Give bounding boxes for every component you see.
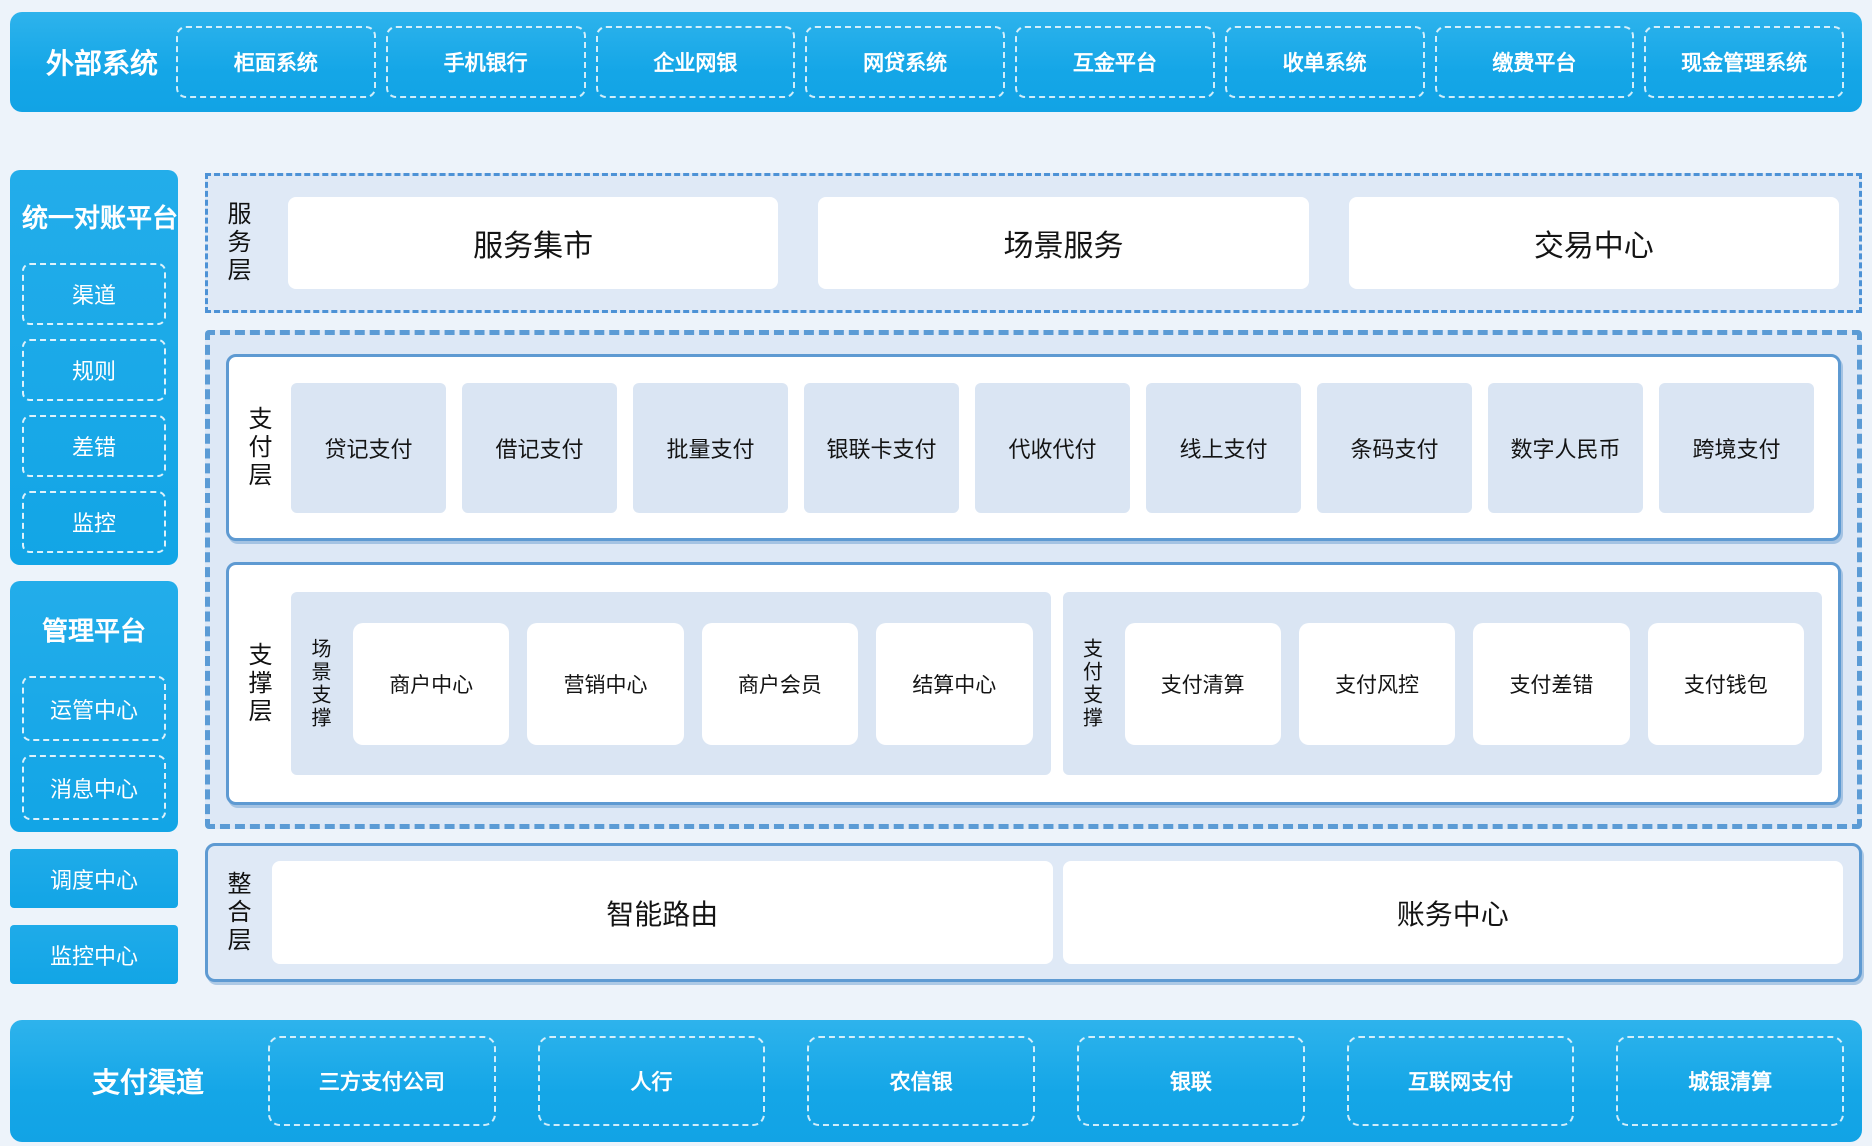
payment-item: 跨境支付 xyxy=(1659,382,1814,513)
sidebar-item: 规则 xyxy=(22,339,166,401)
support-item: 支付钱包 xyxy=(1647,622,1804,745)
payment-channels-title: 支付渠道 xyxy=(91,1067,204,1098)
payment-layer: 支付层 贷记支付 借记支付 批量支付 银联卡支付 代收代付 线上支付 条码支付 … xyxy=(226,354,1841,541)
payment-channel-item: 城银清算 xyxy=(1616,1036,1845,1126)
support-item: 商户中心 xyxy=(353,622,510,745)
payment-item: 数字人民币 xyxy=(1488,382,1643,513)
external-system-item: 现金管理系统 xyxy=(1644,26,1844,98)
payment-item: 条码支付 xyxy=(1317,382,1472,513)
sidebar-item: 消息中心 xyxy=(22,755,166,820)
payment-item: 代收代付 xyxy=(975,382,1130,513)
payment-item: 银联卡支付 xyxy=(804,382,959,513)
external-system-item: 缴费平台 xyxy=(1434,26,1635,98)
payment-item: 线上支付 xyxy=(1146,382,1301,513)
sidebar-item: 渠道 xyxy=(22,263,166,325)
payment-channel-item: 三方支付公司 xyxy=(268,1036,496,1126)
external-systems-items: 柜面系统 手机银行 企业网银 网贷系统 互金平台 收单系统 缴费平台 现金管理系… xyxy=(176,26,1844,98)
support-item: 营销中心 xyxy=(527,622,684,745)
external-system-item: 手机银行 xyxy=(385,26,586,98)
left-sidebar: 统一对账平台 渠道 规则 差错 监控 管理平台 运管中心 消息中心 调度中心 监… xyxy=(10,170,178,984)
reconciliation-platform-title: 统一对账平台 xyxy=(22,203,179,233)
monitor-center-block: 监控中心 xyxy=(10,925,178,984)
scene-support-group: 场景支撑 商户中心 营销中心 商户会员 结算中心 xyxy=(291,592,1051,775)
service-item: 交易中心 xyxy=(1348,197,1839,289)
external-system-item: 网贷系统 xyxy=(805,26,1005,98)
payment-item: 批量支付 xyxy=(633,382,788,513)
middle-section: 统一对账平台 渠道 规则 差错 监控 管理平台 运管中心 消息中心 调度中心 监… xyxy=(10,145,1862,984)
external-system-item: 企业网银 xyxy=(595,26,796,98)
integration-layer-label: 整合层 xyxy=(223,870,250,955)
payment-item: 贷记支付 xyxy=(291,382,446,513)
integration-item: 智能路由 xyxy=(272,861,1053,964)
support-item: 支付清算 xyxy=(1124,622,1281,745)
support-layer-label: 支撑层 xyxy=(244,641,271,726)
external-systems-title: 外部系统 xyxy=(45,48,158,79)
support-item: 结算中心 xyxy=(876,622,1033,745)
external-system-item: 收单系统 xyxy=(1224,26,1425,98)
service-layer: 服务层 服务集市 场景服务 交易中心 xyxy=(205,173,1862,313)
payment-channels-banner: 支付渠道 三方支付公司 人行 农信银 银联 互联网支付 城银清算 xyxy=(10,1020,1862,1142)
payment-support-label: 支付支撑 xyxy=(1079,637,1102,730)
external-system-item: 互金平台 xyxy=(1015,26,1215,98)
integration-layer: 整合层 智能路由 账务中心 xyxy=(205,843,1862,982)
management-platform-title: 管理平台 xyxy=(41,616,146,646)
payment-channel-item: 银联 xyxy=(1077,1036,1305,1126)
support-groups: 场景支撑 商户中心 营销中心 商户会员 结算中心 支付支撑 支付清算 支付风控 … xyxy=(291,592,1822,775)
sidebar-item: 监控 xyxy=(22,491,166,553)
service-item: 服务集市 xyxy=(288,197,779,289)
dispatch-center-block: 调度中心 xyxy=(10,849,178,908)
management-platform-block: 管理平台 运管中心 消息中心 xyxy=(10,581,178,832)
sidebar-item: 差错 xyxy=(22,415,166,477)
main-diagram-column: 服务层 服务集市 场景服务 交易中心 支付层 贷记支付 借记支付 批量支付 银联… xyxy=(205,173,1862,982)
external-systems-banner: 外部系统 柜面系统 手机银行 企业网银 网贷系统 互金平台 收单系统 缴费平台 … xyxy=(10,12,1862,112)
service-layer-label: 服务层 xyxy=(223,201,250,285)
payment-item: 借记支付 xyxy=(462,382,617,513)
support-item: 支付差错 xyxy=(1473,622,1630,745)
payment-channel-item: 人行 xyxy=(537,1036,766,1126)
scene-support-label: 场景支撑 xyxy=(308,637,330,730)
integration-item: 账务中心 xyxy=(1062,861,1843,964)
service-item: 场景服务 xyxy=(818,197,1309,289)
core-layers-container: 支付层 贷记支付 借记支付 批量支付 银联卡支付 代收代付 线上支付 条码支付 … xyxy=(205,330,1862,829)
payment-channel-item: 互联网支付 xyxy=(1346,1036,1575,1126)
payment-support-group: 支付支撑 支付清算 支付风控 支付差错 支付钱包 xyxy=(1062,592,1822,775)
payment-channel-item: 农信银 xyxy=(807,1036,1036,1126)
support-layer: 支撑层 场景支撑 商户中心 营销中心 商户会员 结算中心 支付支撑 支付清算 支… xyxy=(226,562,1841,805)
reconciliation-platform-block: 统一对账平台 渠道 规则 差错 监控 xyxy=(10,170,178,565)
support-item: 商户会员 xyxy=(701,622,859,745)
payment-channels-items: 三方支付公司 人行 农信银 银联 互联网支付 城银清算 xyxy=(268,1036,1845,1126)
support-item: 支付风控 xyxy=(1298,622,1456,745)
external-system-item: 柜面系统 xyxy=(176,26,376,98)
sidebar-item: 运管中心 xyxy=(22,676,166,741)
payment-layer-label: 支付层 xyxy=(244,405,271,490)
